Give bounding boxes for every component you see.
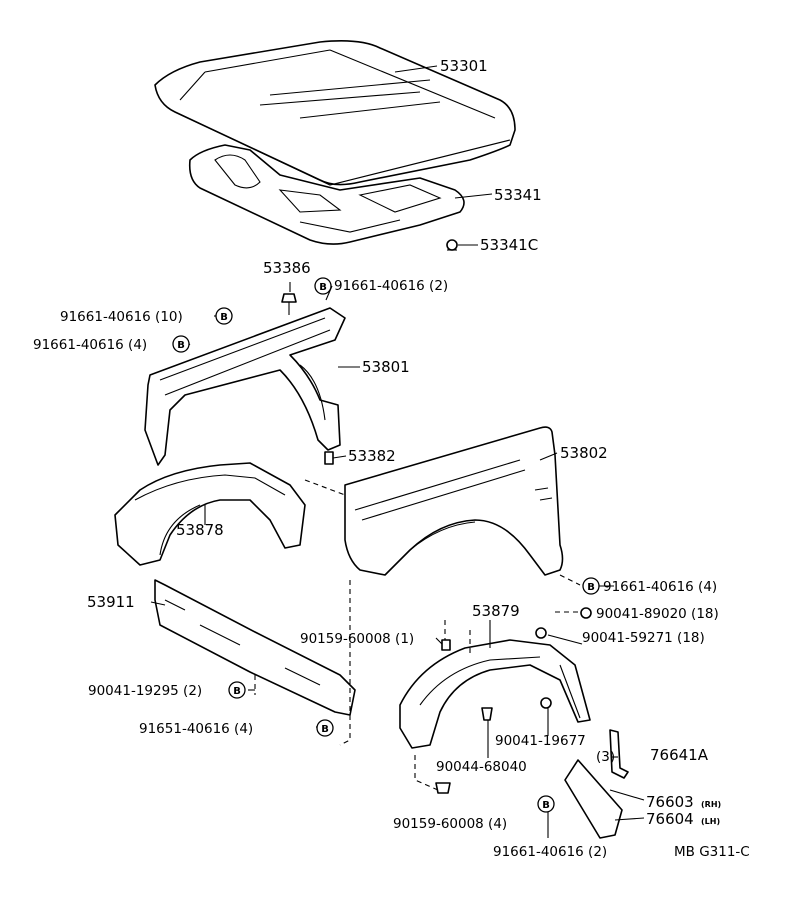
diagram-code: MB G311-C	[674, 844, 750, 860]
bolt-symbol-4-left: B	[172, 335, 190, 353]
label-76641a[interactable]: 76641A	[650, 746, 709, 764]
label-91651[interactable]: 91651-40616 (4)	[139, 721, 253, 737]
bolt-53386[interactable]	[281, 293, 297, 315]
hood-inner-panel[interactable]	[188, 144, 465, 245]
svg-text:B: B	[542, 800, 550, 811]
fastener-90044[interactable]	[481, 707, 493, 721]
fastener-90041-19677[interactable]	[540, 697, 552, 709]
fastener-90041-89020[interactable]	[580, 607, 592, 619]
svg-text:B: B	[321, 724, 329, 735]
fastener-90159-1[interactable]	[441, 639, 451, 651]
label-53382[interactable]: 53382	[348, 447, 396, 465]
bolt-symbol-4-right: B	[582, 577, 600, 595]
inner-fender-53878[interactable]	[114, 462, 306, 566]
fastener-90041-59271[interactable]	[535, 627, 547, 639]
label-91661-2-top[interactable]: 91661-40616 (2)	[334, 278, 448, 294]
label-53301[interactable]: 53301	[440, 57, 488, 75]
label-90159-1[interactable]: 90159-60008 (1)	[300, 631, 414, 647]
label-76603[interactable]: 76603	[646, 793, 694, 811]
dashed-guide-lines	[254, 479, 581, 791]
label-90041-89020[interactable]: 90041-89020 (18)	[596, 606, 719, 622]
svg-text:B: B	[220, 312, 228, 323]
label-76604[interactable]: 76604	[646, 810, 694, 828]
label-76603-rh: (RH)	[701, 800, 721, 809]
clip-53382[interactable]	[324, 451, 334, 465]
label-53879[interactable]: 53879	[472, 602, 520, 620]
bolt-symbol-bottom: B	[537, 795, 555, 813]
front-fender[interactable]	[344, 426, 564, 576]
label-91661-4-right[interactable]: 91661-40616 (4)	[603, 579, 717, 595]
label-53341c[interactable]: 53341C	[480, 236, 538, 254]
fender-apron-left[interactable]	[144, 307, 346, 466]
label-90041-19677[interactable]: 90041-19677	[495, 733, 586, 749]
hood-panel[interactable]	[154, 40, 516, 186]
label-53911[interactable]: 53911	[87, 593, 135, 611]
bolt-symbol-top: B	[314, 277, 332, 295]
label-53341[interactable]: 53341	[494, 186, 542, 204]
label-76604-lh: (LH)	[701, 817, 720, 826]
svg-text:B: B	[587, 582, 595, 593]
label-paren-3[interactable]: (3)	[596, 749, 615, 765]
label-91661-4-left[interactable]: 91661-40616 (4)	[33, 337, 147, 353]
mudguard-bracket[interactable]	[609, 729, 629, 779]
svg-text:B: B	[319, 282, 327, 293]
label-91661-2-bottom[interactable]: 91661-40616 (2)	[493, 844, 607, 860]
bolt-symbol-10: B	[215, 307, 233, 325]
mudguard[interactable]	[564, 759, 623, 839]
svg-text:B: B	[177, 340, 185, 351]
label-90044[interactable]: 90044-68040	[436, 759, 527, 775]
label-53878[interactable]: 53878	[176, 521, 224, 539]
inner-fender-53879[interactable]	[399, 639, 591, 749]
label-53802[interactable]: 53802	[560, 444, 608, 462]
label-53801[interactable]: 53801	[362, 358, 410, 376]
label-90041-19295[interactable]: 90041-19295 (2)	[88, 683, 202, 699]
hood-clip[interactable]	[446, 239, 458, 251]
bolt-symbol-19295: B	[228, 681, 246, 699]
svg-text:B: B	[233, 686, 241, 697]
bolt-symbol-91651: B	[316, 719, 334, 737]
label-53386[interactable]: 53386	[263, 259, 311, 277]
label-90159-4[interactable]: 90159-60008 (4)	[393, 816, 507, 832]
label-90041-59271[interactable]: 90041-59271 (18)	[582, 630, 705, 646]
part-labels: 53301 53341 53341C 53386 91661-40616 (2)…	[33, 57, 750, 860]
fastener-90159-4[interactable]	[435, 782, 451, 794]
label-91661-10[interactable]: 91661-40616 (10)	[60, 309, 183, 325]
